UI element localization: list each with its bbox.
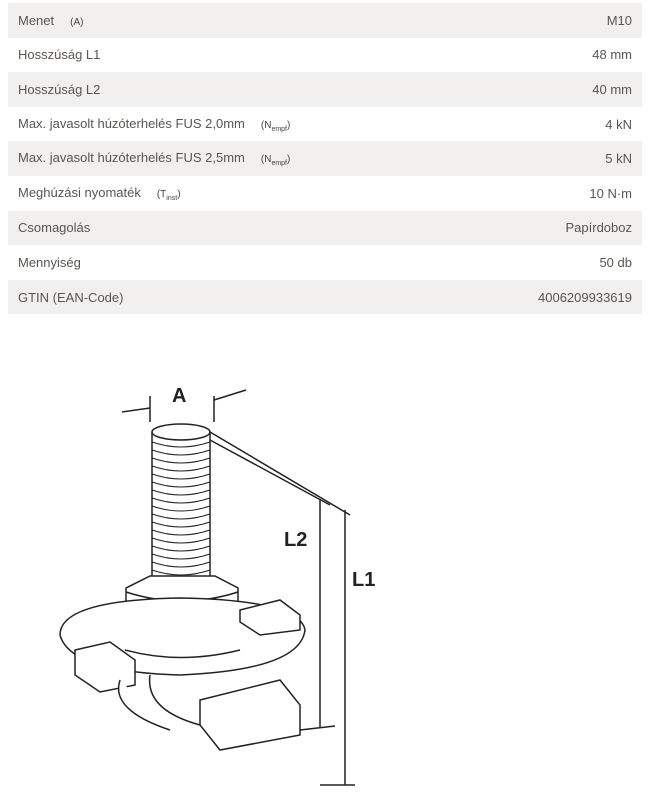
spec-symbol: (Nempf) bbox=[260, 154, 291, 168]
spec-label: GTIN (EAN-Code) bbox=[18, 289, 124, 305]
spec-row: Max. javasolt húzóterhelés FUS 2,0mm (Nem… bbox=[8, 107, 642, 142]
clamp-jaw bbox=[74, 599, 301, 751]
spec-row: Meghúzási nyomaték (Tinst) 10 N·m bbox=[8, 176, 642, 211]
spec-row: Hosszúság L1 48 mm bbox=[8, 38, 642, 73]
spec-symbol: (A) bbox=[70, 16, 84, 28]
dimension-label-l1: L1 bbox=[352, 569, 375, 591]
spec-row: Hosszúság L2 40 mm bbox=[8, 72, 642, 107]
spec-row: Csomagolás Papírdoboz bbox=[8, 210, 642, 246]
spec-symbol: (Nempf) bbox=[260, 119, 291, 133]
spec-value: Papírdoboz bbox=[565, 220, 633, 236]
spec-label: Menet bbox=[18, 12, 55, 28]
spec-label: Max. javasolt húzóterhelés FUS 2,0mm bbox=[18, 115, 245, 131]
spec-table: Menet (A) M10 Hosszúság L1 48 mm Hosszúság … bbox=[8, 3, 642, 315]
spec-value: 4006209933619 bbox=[538, 289, 632, 305]
threaded-rod bbox=[151, 423, 211, 585]
spec-value: M10 bbox=[606, 12, 632, 28]
spec-label: Max. javasolt húzóterhelés FUS 2,5mm bbox=[18, 150, 245, 166]
spec-row: Max. javasolt húzóterhelés FUS 2,5mm (Nem… bbox=[8, 141, 642, 176]
spec-value: 50 db bbox=[599, 254, 632, 270]
dimension-label-l2: L2 bbox=[284, 529, 307, 551]
spec-label: Mennyiség bbox=[18, 254, 81, 270]
spec-row: Menet (A) M10 bbox=[8, 3, 642, 38]
spec-label: Hosszúság L1 bbox=[18, 47, 101, 63]
spec-label: Hosszúság L2 bbox=[18, 81, 101, 97]
spec-row: GTIN (EAN-Code) 4006209933619 bbox=[8, 279, 642, 315]
dimension-label-a: A bbox=[172, 385, 186, 407]
spec-value: 4 kN bbox=[605, 116, 632, 132]
spec-label: Meghúzási nyomaték bbox=[18, 184, 141, 200]
spec-value: 5 kN bbox=[605, 151, 632, 167]
spec-value: 40 mm bbox=[592, 81, 632, 97]
spec-value: 10 N·m bbox=[589, 185, 632, 201]
spec-row: Mennyiség 50 db bbox=[8, 245, 642, 280]
spec-symbol: (Tinst) bbox=[156, 188, 181, 202]
spec-label: Csomagolás bbox=[18, 220, 91, 236]
bolt-diagram: A L2 L1 bbox=[59, 385, 375, 786]
spec-value: 48 mm bbox=[592, 47, 632, 63]
dimension-lines bbox=[121, 389, 355, 786]
